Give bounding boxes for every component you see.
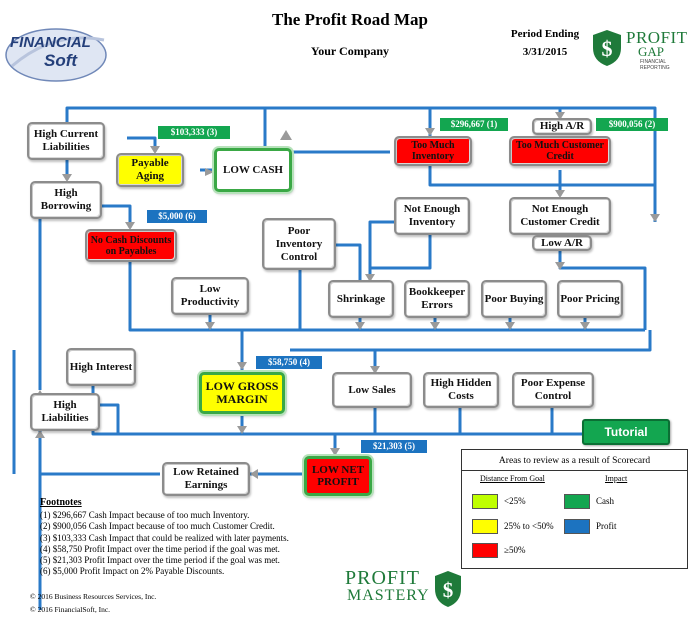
dollar-shield-icon: $ (593, 30, 621, 66)
financialsoft-line2: Soft (44, 51, 78, 70)
footnote-item: (1) $296,667 Cash Impact because of too … (40, 510, 250, 521)
profitmastery-line1: PROFIT (345, 567, 420, 589)
footnotes: Footnotes (1) $296,667 Cash Impact becau… (40, 497, 289, 577)
profitgap-logo: $ PROFIT GAP FINANCIAL REPORTING (590, 28, 690, 71)
node-high-liabilities[interactable]: High Liabilities (30, 393, 100, 431)
node-high-hidden-costs[interactable]: High Hidden Costs (423, 372, 499, 408)
legend-distance-header: Distance From Goal (480, 474, 545, 483)
dollar-shield-icon: $ (435, 571, 461, 607)
footnote-item: (3) $103,333 Cash Impact that could be r… (40, 532, 289, 543)
legend-label-lt50: 25% to <50% (504, 521, 554, 531)
legend-swatch-profit (564, 519, 590, 534)
svg-text:$: $ (443, 578, 454, 602)
node-low-sales[interactable]: Low Sales (332, 372, 412, 408)
legend: Areas to review as a result of Scorecard… (461, 449, 688, 569)
legend-label-cash: Cash (596, 496, 614, 506)
node-poor-inventory-control[interactable]: Poor Inventory Control (262, 218, 336, 270)
node-payable-aging[interactable]: Payable Aging (116, 153, 184, 187)
node-low-ar[interactable]: Low A/R (532, 235, 592, 251)
legend-swatch-cash (564, 494, 590, 509)
profitgap-line1: PROFIT (626, 28, 688, 47)
node-high-borrowing[interactable]: High Borrowing (30, 181, 102, 219)
legend-impact-header: Impact (605, 474, 628, 483)
node-poor-pricing[interactable]: Poor Pricing (557, 280, 623, 318)
node-low-retained-earnings[interactable]: Low Retained Earnings (162, 462, 250, 496)
financialsoft-swoosh-icon (5, 28, 107, 82)
tag-cash-impact-2: $900,056 (2) (596, 118, 668, 131)
footnote-item: (4) $58,750 Profit Impact over the time … (40, 543, 280, 554)
copyright-line: © 2016 FinancialSoft, Inc. (30, 605, 111, 614)
profitgap-line3: FINANCIAL REPORTING (640, 59, 670, 71)
node-low-net-profit[interactable]: LOW NET PROFIT (304, 456, 372, 496)
footnote-item: (5) $21,303 Profit Impact over the time … (40, 555, 280, 566)
tag-profit-impact-4: $58,750 (4) (256, 356, 322, 369)
node-high-interest[interactable]: High Interest (66, 348, 136, 386)
svg-text:$: $ (602, 36, 613, 61)
profitgap-line2: GAP (638, 44, 665, 59)
tag-cash-impact-1: $296,667 (1) (440, 118, 508, 131)
legend-swatch-lt25 (472, 494, 498, 509)
node-poor-buying[interactable]: Poor Buying (481, 280, 547, 318)
footnotes-heading: Footnotes (40, 497, 82, 508)
tag-cash-impact-3: $103,333 (3) (158, 126, 230, 139)
legend-title: Areas to review as a result of Scorecard (498, 456, 651, 466)
period-block: Period Ending 3/31/2015 (500, 25, 590, 61)
legend-label-gte50: ≥50% (504, 545, 526, 555)
copyright-line: © 2016 Business Resources Services, Inc. (30, 592, 157, 601)
node-low-cash[interactable]: LOW CASH (214, 148, 292, 192)
period-label: Period Ending (510, 28, 580, 40)
legend-swatch-lt50 (472, 519, 498, 534)
company-name: Your Company (310, 44, 390, 58)
tag-profit-impact-6: $5,000 (6) (147, 210, 207, 223)
tag-profit-impact-5: $21,303 (5) (361, 440, 427, 453)
node-low-gross-margin[interactable]: LOW GROSS MARGIN (199, 372, 285, 414)
legend-swatch-gte50 (472, 543, 498, 558)
financialsoft-logo: FINANCIAL Soft (4, 22, 114, 84)
tutorial-button[interactable]: Tutorial (582, 419, 670, 445)
legend-label-lt25: <25% (504, 496, 526, 506)
legend-label-profit: Profit (596, 521, 617, 531)
profitmastery-line2: MASTERY (347, 587, 430, 604)
node-not-enough-inventory[interactable]: Not Enough Inventory (394, 197, 470, 235)
node-high-current-liabilities[interactable]: High Current Liabilities (27, 122, 105, 160)
node-bookkeeper-errors[interactable]: Bookkeeper Errors (404, 280, 470, 318)
node-too-much-inventory[interactable]: Too Much Inventory (394, 136, 472, 166)
profitmastery-logo: PROFIT MASTERY $ (345, 567, 465, 611)
node-no-cash-discounts[interactable]: No Cash Discounts on Payables (85, 229, 177, 262)
node-not-enough-customer-credit[interactable]: Not Enough Customer Credit (509, 197, 611, 235)
period-date: 3/31/2015 (522, 46, 568, 58)
node-poor-expense-control[interactable]: Poor Expense Control (512, 372, 594, 408)
footnote-item: (2) $900,056 Cash Impact because of too … (40, 521, 275, 532)
node-shrinkage[interactable]: Shrinkage (328, 280, 394, 318)
node-high-ar[interactable]: High A/R (532, 118, 592, 135)
financialsoft-line1: FINANCIAL (10, 34, 91, 51)
node-too-much-customer-credit[interactable]: Too Much Customer Credit (509, 136, 611, 166)
page-title: The Profit Road Map (272, 10, 428, 29)
node-low-productivity[interactable]: Low Productivity (171, 277, 249, 315)
footnote-item: (6) $5,000 Profit Impact on 2% Payable D… (40, 566, 225, 577)
